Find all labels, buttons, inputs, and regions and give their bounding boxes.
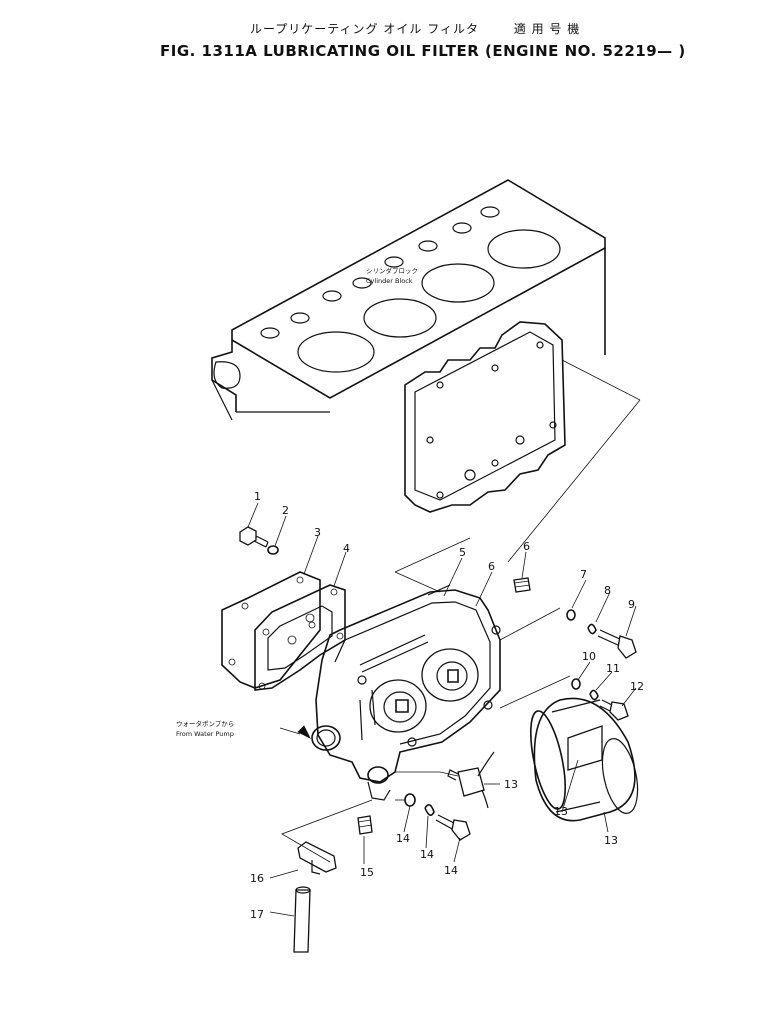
cylinder-block: [211, 179, 641, 593]
plug-part-6-upper: [513, 577, 531, 593]
elbow-part-15: [297, 841, 337, 875]
washer-part-13-b: [589, 689, 599, 701]
gasket-part-2: [221, 571, 321, 689]
callout-13-b: 11: [606, 662, 620, 675]
callout-8: 13: [554, 805, 568, 818]
cylinder-block-label-en: Cylinder Block: [366, 277, 413, 285]
filter-cartridge-part-7: [530, 697, 639, 822]
washer-part-13-c: [424, 804, 435, 816]
callout-9: 5: [459, 546, 466, 559]
title-jp-text: ループリケーティング オイル フィルタ: [250, 22, 479, 36]
leader-lines: [247, 502, 637, 917]
sensor-part-17: [447, 751, 495, 809]
bolt-part-11: [435, 814, 471, 841]
callout-14-a: 7: [580, 568, 587, 581]
callout-13-a: 8: [604, 584, 611, 597]
callout-15: 16: [250, 872, 264, 885]
applicability-jp: 適 用 号 機: [513, 22, 581, 36]
washer-part-5: [267, 545, 279, 555]
callout-4: 1: [254, 490, 261, 503]
callout-3: 4: [343, 542, 350, 555]
callout-1: 6: [488, 560, 495, 573]
callout-labels: 1 2 3 4 5 6 6 7 8 9 10 11 12 13 13 13 14…: [250, 490, 644, 921]
callout-11: 14: [444, 864, 458, 877]
callout-6-lower: 15: [360, 866, 374, 879]
figure-title: FIG. 1311A LUBRICATING OIL FILTER (ENGIN…: [160, 42, 686, 60]
assembly-lines: [279, 607, 571, 863]
callout-5: 2: [282, 504, 289, 517]
callout-17: 13: [504, 778, 518, 791]
washer-part-14-a: [566, 609, 576, 621]
water-pump-label-jp: ウォータポンプから: [176, 719, 234, 728]
callout-10: 9: [628, 598, 635, 611]
plug-part-6-lower: [357, 815, 373, 835]
washer-part-14-b: [571, 678, 581, 690]
callout-6-upper: 6: [523, 540, 530, 553]
pipe-part-16: [293, 886, 311, 953]
washer-part-13-a: [587, 623, 597, 635]
callout-7: 13: [604, 834, 618, 847]
bolt-part-12: [599, 699, 629, 721]
gasket-part-3: [254, 584, 346, 691]
title-jp: ループリケーティング オイル フィルタ 適 用 号 機: [250, 20, 580, 37]
filter-head-part-1: [311, 589, 501, 801]
callout-16: 17: [250, 908, 264, 921]
callout-14-c: 14: [396, 832, 410, 845]
callout-12: 12: [630, 680, 644, 693]
water-pump-label-en: From Water Pump: [176, 730, 234, 738]
callout-13-c: 14: [420, 848, 434, 861]
washer-part-14-c: [404, 793, 416, 807]
cylinder-block-label-jp: シリンダブロック: [366, 266, 418, 275]
callout-14-b: 10: [582, 650, 596, 663]
filter-label-part-8: [567, 725, 603, 771]
callout-2: 3: [314, 526, 321, 539]
bolt-part-10: [597, 629, 637, 659]
bolt-part-4: [239, 526, 269, 548]
gasket-part-9: [427, 584, 451, 596]
